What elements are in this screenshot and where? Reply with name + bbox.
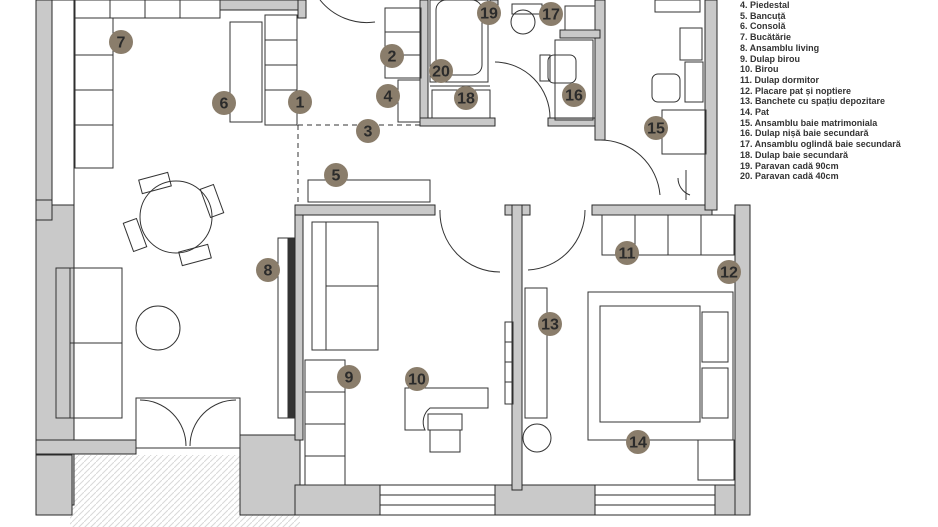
legend-item: 6. Consolă [740, 21, 786, 32]
marker-dot [380, 44, 404, 68]
marker-number: 16 [565, 88, 583, 105]
marker-dot [539, 2, 563, 26]
marker-dot [288, 90, 312, 114]
marker-number: 9 [345, 370, 354, 387]
marker-dot [324, 163, 348, 187]
marker-number: 12 [720, 265, 738, 282]
marker-3: 3 [356, 119, 380, 143]
marker-11: 11 [615, 241, 639, 265]
marker-dot [538, 312, 562, 336]
marker-10: 10 [405, 367, 429, 391]
legend-item: 5. Bancuță [740, 10, 786, 21]
marker-number: 1 [296, 95, 305, 112]
marker-14: 14 [626, 430, 650, 454]
legend-item: 14. Pat [740, 107, 770, 118]
walls [35, 0, 751, 516]
legend-item: 7. Bucătărie [740, 32, 792, 43]
legend-item: 20. Paravan cadă 40cm [740, 171, 839, 182]
marker-number: 4 [384, 89, 393, 106]
marker-4: 4 [376, 84, 400, 108]
marker-19: 19 [477, 1, 501, 25]
marker-15: 15 [644, 116, 668, 140]
marker-number: 8 [264, 263, 273, 280]
marker-9: 9 [337, 365, 361, 389]
marker-12: 12 [717, 260, 741, 284]
marker-number: 6 [220, 96, 229, 113]
marker-2: 2 [380, 44, 404, 68]
marker-dot [337, 365, 361, 389]
marker-dot [356, 119, 380, 143]
marker-dot [109, 30, 133, 54]
legend-item: 11. Dulap dormitor [740, 74, 820, 85]
marker-dot [615, 241, 639, 265]
legend-item: 15. Ansamblu baie matrimoniala [740, 117, 878, 128]
marker-dot [626, 430, 650, 454]
legend-item: 17. Ansamblu oglindă baie secundară [740, 139, 901, 150]
marker-number: 7 [117, 35, 126, 52]
marker-dot [212, 91, 236, 115]
marker-number: 5 [332, 168, 341, 185]
marker-8: 8 [256, 258, 280, 282]
marker-dot [405, 367, 429, 391]
marker-13: 13 [538, 312, 562, 336]
marker-number: 3 [364, 124, 373, 141]
marker-dot [429, 59, 453, 83]
marker-number: 10 [408, 372, 426, 389]
marker-number: 2 [388, 49, 397, 66]
marker-16: 16 [562, 83, 586, 107]
marker-20: 20 [429, 59, 453, 83]
legend-item: 13. Banchete cu spațiu depozitare [740, 96, 886, 107]
legend-item: 12. Placare pat și noptiere [740, 85, 852, 96]
marker-dot [376, 84, 400, 108]
legend-item: 10. Birou [740, 64, 779, 75]
marker-dot [256, 258, 280, 282]
marker-dot [454, 86, 478, 110]
marker-number: 17 [542, 7, 560, 24]
legend-item: 4. Piedestal [740, 0, 790, 10]
marker-number: 19 [480, 6, 498, 23]
marker-dot [644, 116, 668, 140]
windows [379, 484, 716, 516]
marker-number: 20 [432, 64, 450, 81]
marker-5: 5 [324, 163, 348, 187]
marker-18: 18 [454, 86, 478, 110]
legend-item: 16. Dulap nișă baie secundară [740, 128, 869, 139]
marker-number: 11 [619, 246, 636, 263]
marker-17: 17 [539, 2, 563, 26]
marker-number: 18 [457, 91, 475, 108]
legend-item: 19. Paravan cadă 90cm [740, 160, 839, 171]
legend-item: 9. Dulap birou [740, 53, 801, 64]
marker-7: 7 [109, 30, 133, 54]
marker-dot [717, 260, 741, 284]
marker-dot [477, 1, 501, 25]
marker-6: 6 [212, 91, 236, 115]
legend-item: 18. Dulap baie secundară [740, 149, 849, 160]
marker-1: 1 [288, 90, 312, 114]
marker-dot [562, 83, 586, 107]
legend-item: 8. Ansamblu living [740, 42, 820, 53]
marker-number: 13 [541, 317, 559, 334]
marker-number: 15 [647, 121, 665, 138]
marker-number: 14 [629, 435, 647, 452]
